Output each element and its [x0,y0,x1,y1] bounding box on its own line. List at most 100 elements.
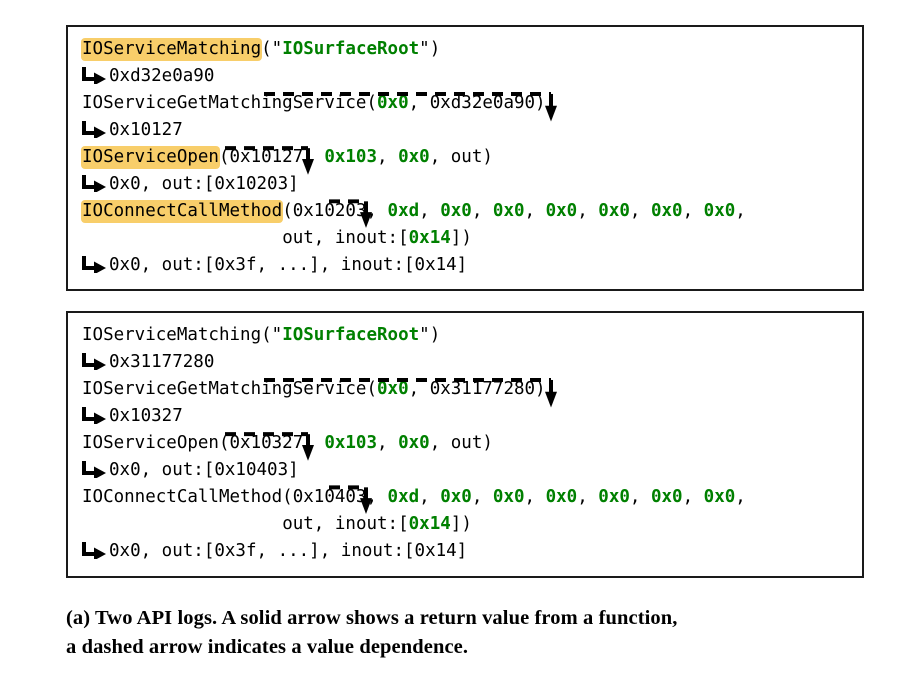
continuation-indent [82,514,282,534]
log-text: , [524,201,546,221]
argument-value: 0x14 [408,228,451,248]
return-arrow-icon [82,174,108,194]
argument-value: 0x0 [398,433,430,453]
argument-value: 0xd [387,487,420,507]
log-text: ") [419,39,441,59]
log-text: , [524,487,546,507]
return-arrow-icon [82,120,108,140]
argument-value: 0x0 [598,487,630,507]
log-call-line: IOConnectCallMethod(0x10203, 0xd, 0x0, 0… [68,198,862,225]
log-text: , [577,201,599,221]
argument-value: 0x103 [324,147,378,167]
argument-value: 0x0 [492,201,525,221]
caption-line-1: (a) Two API logs. A solid arrow shows a … [66,607,678,629]
argument-value: 0x0 [377,93,409,113]
log-text: 0x0, out:[0x3f, ...], inout:[0x14] [109,541,468,561]
log-text: , [682,201,704,221]
return-arrow-icon [82,406,108,426]
log-text: , [377,147,399,167]
log-return-line: 0xd32e0a90 [68,63,862,90]
api-log-lines-1: IOServiceMatching("IOSurfaceRoot") 0xd32e… [68,27,862,279]
return-arrow-icon [82,541,108,561]
argument-value: 0x0 [650,487,683,507]
return-arrow-icon [82,460,108,480]
caption-line-2: a dashed arrow indicates a value depende… [66,636,469,658]
argument-value: 0xd [387,201,420,221]
log-text: 0x0, out:[0x10203] [109,174,299,194]
highlighted-function-name: IOServiceMatching [81,38,263,61]
argument-value: 0x0 [703,201,736,221]
log-text: , [377,433,399,453]
log-text: IOServiceGetMatchingService( [82,93,378,113]
log-text: , [735,201,746,221]
continuation-indent [82,228,282,248]
argument-value: 0x0 [440,487,472,507]
log-text: , [577,487,599,507]
log-text: ]) [450,514,472,534]
log-text: (0x10127, [218,147,325,167]
log-call-line: IOServiceGetMatchingService(0x0, 0x31177… [68,376,862,403]
log-call-line: IOConnectCallMethod(0x10403, 0xd, 0x0, 0… [68,484,862,511]
log-text: , [629,487,651,507]
log-text: 0x31177280 [109,352,215,372]
log-text: , [471,201,493,221]
log-call-line: IOServiceOpen(0x10127, 0x103, 0x0, out) [68,144,862,171]
log-text: , [735,487,746,507]
argument-value: 0x0 [440,201,472,221]
argument-value: 0x0 [650,201,683,221]
log-return-line: 0x31177280 [68,349,862,376]
log-call-continuation-line: out, inout:[0x14]) [68,225,862,252]
api-log-box-2: IOServiceMatching("IOSurfaceRoot") 0x3117… [66,311,864,578]
argument-value: 0x14 [408,514,451,534]
log-text: , [629,201,651,221]
log-return-line: 0x0, out:[0x10203] [68,171,862,198]
highlighted-function-name: IOServiceOpen [81,146,220,169]
argument-value: 0x103 [324,433,378,453]
log-text: ") [419,325,441,345]
log-call-continuation-line: out, inout:[0x14]) [68,511,862,538]
log-return-line: 0x10127 [68,117,862,144]
argument-value: 0x0 [377,379,409,399]
log-call-line: IOServiceGetMatchingService(0x0, 0xd32e0… [68,90,862,117]
return-arrow-icon [82,255,108,275]
log-return-line: 0x10327 [68,403,862,430]
log-return-line: 0x0, out:[0x10403] [68,457,862,484]
log-text: , out) [429,433,493,453]
argument-value: 0x0 [703,487,736,507]
figure-caption: (a) Two API logs. A solid arrow shows a … [66,604,866,662]
log-text: 0x10127 [109,120,183,140]
log-text: ]) [450,228,472,248]
log-text: (" [261,39,283,59]
log-text: out, inout:[ [282,514,409,534]
log-text: , [682,487,704,507]
log-text: , [471,487,493,507]
log-call-line: IOServiceMatching("IOSurfaceRoot") [68,36,862,63]
log-text: , out) [429,147,493,167]
log-text: 0x0, out:[0x10403] [109,460,299,480]
argument-value: 0x0 [545,487,578,507]
argument-value: 0x0 [598,201,630,221]
log-text: , [419,487,441,507]
log-return-line: 0x0, out:[0x3f, ...], inout:[0x14] [68,252,862,279]
log-call-line: IOServiceOpen(0x10327, 0x103, 0x0, out) [68,430,862,457]
log-text: (0x10203, [282,201,388,221]
highlighted-function-name: IOConnectCallMethod [81,200,284,223]
log-call-line: IOServiceMatching("IOSurfaceRoot") [68,322,862,349]
log-text: , [419,201,441,221]
api-log-box-1: IOServiceMatching("IOSurfaceRoot") 0xd32e… [66,25,864,291]
return-arrow-icon [82,352,108,372]
argument-value: 0x0 [492,487,525,507]
log-text: 0xd32e0a90 [109,66,215,86]
api-log-lines-2: IOServiceMatching("IOSurfaceRoot") 0x3117… [68,313,862,565]
log-text: , 0x31177280) [408,379,546,399]
log-text: IOServiceGetMatchingService( [82,379,378,399]
log-text: IOConnectCallMethod(0x10403, [82,487,388,507]
argument-value: 0x0 [545,201,578,221]
log-text: IOServiceMatching(" [82,325,283,345]
log-text: 0x0, out:[0x3f, ...], inout:[0x14] [109,255,468,275]
argument-value: IOSurfaceRoot [282,39,420,59]
return-arrow-icon [82,66,108,86]
argument-value: IOSurfaceRoot [282,325,420,345]
log-text: IOServiceOpen(0x10327, [82,433,325,453]
